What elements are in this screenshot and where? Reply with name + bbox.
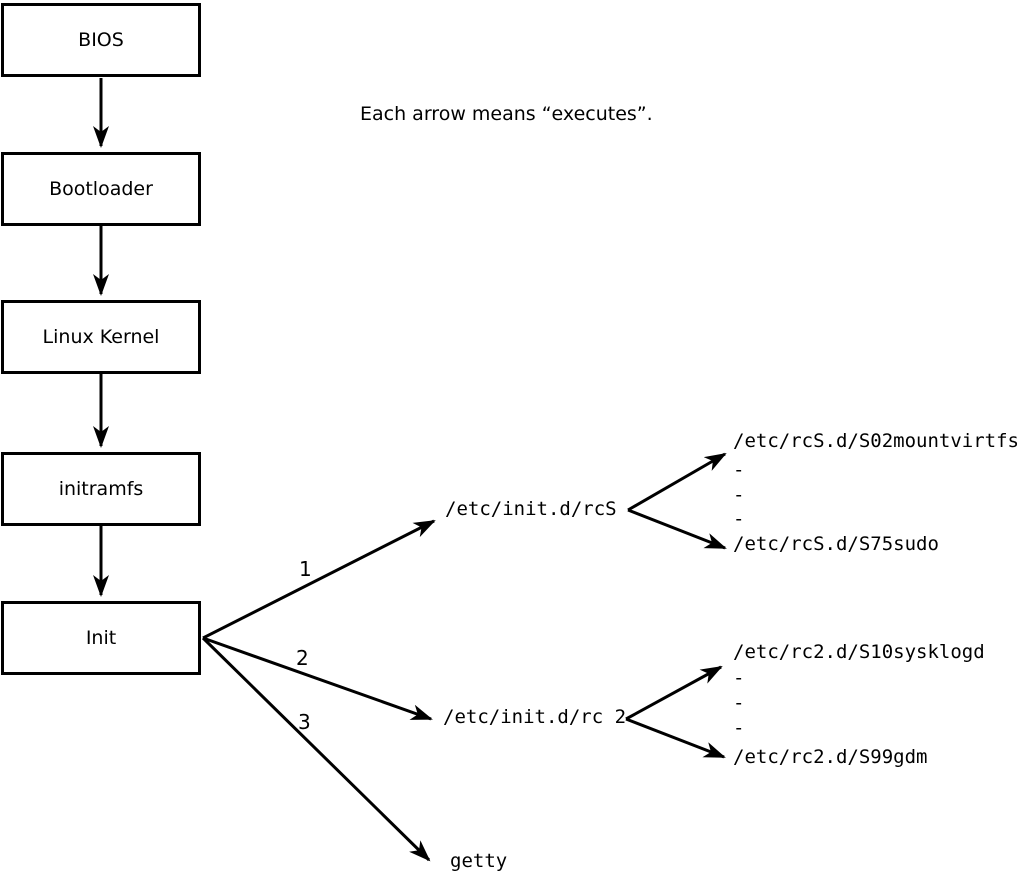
arrow-init-to-rc2 (202, 636, 433, 721)
arrow-rc2-to-s99gdm (625, 717, 726, 759)
arrow-legend-note: Each arrow means “executes”. (360, 103, 653, 125)
branch-number-2: 2 (296, 646, 309, 670)
target-rcs-script: /etc/init.d/rcS (445, 498, 617, 520)
arrow-rcs-to-s02mountvirtfs (627, 452, 727, 512)
target-getty: getty (450, 850, 508, 872)
arrow-init-to-rcs (202, 519, 436, 640)
target-rc2-script: /etc/init.d/rc 2 (443, 706, 627, 728)
box-initramfs: initramfs (1, 452, 201, 526)
rcs-list-item-dash: - (733, 459, 745, 481)
rc2-list-item-s10sysklogd: /etc/rc2.d/S10sysklogd (733, 641, 985, 663)
rc2-list-item-s99gdm: /etc/rc2.d/S99gdm (733, 746, 928, 768)
branch-number-1: 1 (299, 557, 312, 581)
box-linux-kernel-label: Linux Kernel (42, 325, 160, 348)
box-bios-label: BIOS (78, 28, 124, 51)
arrow-rc2-to-s10sysklogd (625, 665, 723, 721)
arrow-rcs-to-s75sudo (627, 508, 727, 550)
rcs-list-item-s75sudo: /etc/rcS.d/S75sudo (733, 533, 939, 555)
rcs-list-item-dash: - (733, 484, 745, 506)
arrow-init-to-getty (201, 636, 431, 862)
branch-number-3: 3 (298, 710, 311, 734)
box-linux-kernel: Linux Kernel (1, 300, 201, 374)
rc2-list-item-dash: - (733, 667, 745, 689)
rc2-list-item-dash: - (733, 692, 745, 714)
box-bios: BIOS (1, 3, 201, 77)
rcs-list-item-s02mountvirtfs: /etc/rcS.d/S02mountvirtfs (733, 430, 1019, 452)
box-bootloader-label: Bootloader (49, 177, 153, 200)
box-initramfs-label: initramfs (58, 477, 144, 500)
box-init: Init (1, 601, 201, 675)
box-init-label: Init (85, 626, 117, 649)
rcs-list-item-dash: - (733, 508, 745, 530)
rc2-list-item-dash: - (733, 717, 745, 739)
box-bootloader: Bootloader (1, 152, 201, 226)
